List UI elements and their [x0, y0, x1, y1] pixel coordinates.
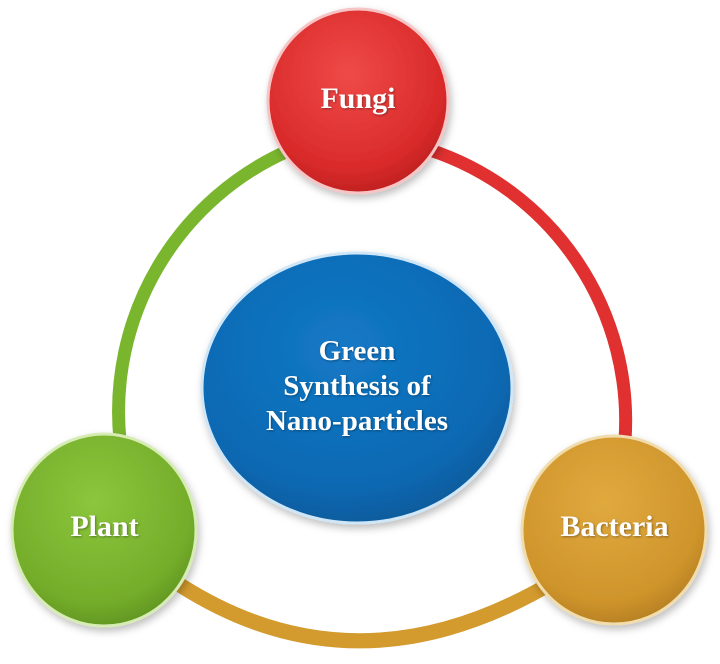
- center-label-line-2: Synthesis of: [283, 370, 431, 402]
- connector-fungi-bacteria: [423, 143, 633, 447]
- plant-label: Plant: [70, 510, 139, 543]
- fungi-node-shape: [266, 7, 450, 195]
- center-node-shape: [200, 251, 514, 525]
- center-label-line-3: Nano-particles: [265, 405, 449, 437]
- connector-plant-fungi: [112, 143, 297, 447]
- fungi-label: Fungi: [320, 82, 396, 115]
- bacteria-node-shape: [520, 434, 708, 626]
- plant-node-shape: [10, 432, 198, 628]
- center-label-line-1: Green: [318, 335, 396, 367]
- bacteria-label: Bacteria: [560, 510, 669, 543]
- connector-bacteria-plant: [172, 570, 568, 649]
- center-label: Green Synthesis of Nano-particles: [207, 334, 507, 439]
